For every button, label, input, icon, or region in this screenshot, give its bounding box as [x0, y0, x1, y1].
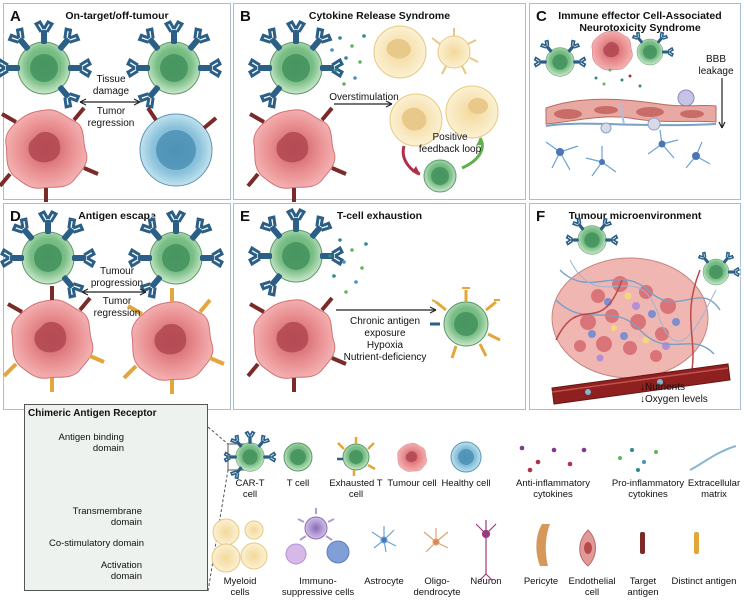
- panel-letter: E: [240, 208, 251, 225]
- exhaustion-causes-label: Chronic antigen exposure Hypoxia Nutrien…: [343, 316, 427, 363]
- legend-label: CAR-T cell: [235, 478, 265, 500]
- panel-letter: F: [536, 208, 546, 225]
- legend-label: Extracellular matrix: [687, 478, 741, 500]
- panel-e: E T-cell exhaustion: [233, 203, 526, 410]
- panel-letter: B: [240, 8, 251, 25]
- panel-title: Immune effector Cell-Associated Neurotox…: [558, 10, 722, 34]
- car-box: [24, 404, 208, 591]
- car-title: Chimeric Antigen Receptor: [28, 408, 157, 419]
- bbb-leakage-label: BBB leakage: [698, 54, 734, 77]
- tumor-regression-label: Tumor regression: [87, 106, 135, 129]
- tumor-regression-label: Tumor regression: [93, 296, 141, 319]
- legend-label: Distinct antigen: [671, 576, 737, 587]
- legend-label: Anti-inflammatory cytokines: [516, 478, 590, 500]
- legend-label: Pro-inflammatory cytokines: [611, 478, 685, 500]
- nutrients-oxygen-label: ↓Nutrients ↓Oxygen levels: [640, 382, 708, 405]
- legend-label: Immuno- suppressive cells: [281, 576, 355, 598]
- panel-letter: A: [10, 8, 21, 25]
- costimulatory-label: Co-stimulatory domain: [48, 538, 144, 549]
- legend-label: Target antigen: [627, 576, 659, 598]
- panel-title: Cytokine Release Syndrome: [308, 10, 451, 22]
- panel-f: F Tumour microenvironment: [529, 203, 741, 410]
- legend-label: Oligo- dendrocyte: [413, 576, 461, 598]
- legend-label: Tumour cell: [387, 478, 437, 489]
- activation-label: Activation domain: [100, 560, 142, 582]
- legend-label: Exhausted T cell: [329, 478, 383, 500]
- tumour-progression-label: Tumour progression: [90, 266, 144, 289]
- legend-label: Pericyte: [523, 576, 559, 587]
- transmembrane-label: Transmembrane domain: [72, 506, 142, 528]
- legend-label: Astrocyte: [364, 576, 404, 587]
- panel-title: On-target/off-tumour: [65, 10, 169, 22]
- overstimulation-label: Overstimulation: [329, 92, 399, 103]
- feedback-loop-label: Positive feedback loop: [418, 132, 482, 155]
- panel-title: T-cell exhaustion: [336, 210, 423, 222]
- panel-letter: C: [536, 8, 547, 25]
- legend-label: Neuron: [470, 576, 502, 587]
- tissue-damage-label: Tissue damage: [92, 74, 130, 97]
- legend-label: Healthy cell: [441, 478, 491, 489]
- antigen-binding-label: Antigen binding domain: [58, 432, 125, 454]
- panel-title: Antigen escape: [78, 210, 156, 222]
- legend-label: Endothelial cell: [568, 576, 616, 598]
- legend-label: Myeloid cells: [223, 576, 257, 598]
- panel-c: C Immune effector Cell-Associated Neurot…: [529, 3, 741, 200]
- panel-title: Tumour microenvironment: [568, 210, 702, 222]
- legend-label: T cell: [286, 478, 310, 489]
- panel-a: A On-target/off-tumour: [3, 3, 231, 200]
